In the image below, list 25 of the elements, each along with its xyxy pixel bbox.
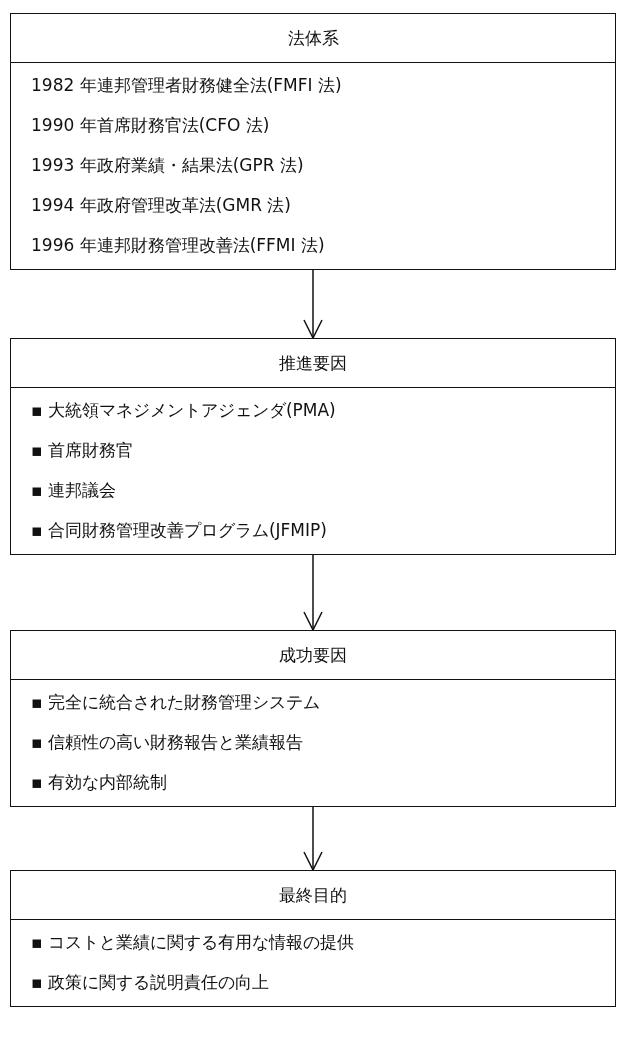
list-item: ▪ 連邦議会 xyxy=(30,478,117,502)
list-item: 1994 年政府管理改革法(GMR 法) xyxy=(30,193,292,217)
arrow xyxy=(303,554,323,631)
section-heading: 法体系 xyxy=(11,14,615,63)
list-item: ▪ コストと業績に関する有用な情報の提供 xyxy=(30,930,355,954)
list-item: ▪ 首席財務官 xyxy=(30,438,134,462)
section-box xyxy=(10,870,616,1007)
list-item: 1993 年政府業績・結果法(GPR 法) xyxy=(30,153,305,177)
list-item: ▪ 合同財務管理改善プログラム(JFMIP) xyxy=(30,518,328,542)
section-box xyxy=(10,13,616,270)
list-item: 1982 年連邦管理者財務健全法(FMFI 法) xyxy=(30,73,343,97)
section-heading: 成功要因 xyxy=(11,631,615,680)
section-heading: 推進要因 xyxy=(11,339,615,388)
section-box xyxy=(10,338,616,555)
section-heading: 最終目的 xyxy=(11,871,615,920)
arrow xyxy=(303,269,323,339)
arrow xyxy=(303,806,323,871)
list-item: ▪ 完全に統合された財務管理システム xyxy=(30,690,321,714)
list-item: ▪ 信頼性の高い財務報告と業績報告 xyxy=(30,730,304,754)
list-item: ▪ 大統領マネジメントアジェンダ(PMA) xyxy=(30,398,337,422)
section-box xyxy=(10,630,616,807)
list-item: ▪ 有効な内部統制 xyxy=(30,770,168,794)
list-item: ▪ 政策に関する説明責任の向上 xyxy=(30,970,270,994)
list-item: 1990 年首席財務官法(CFO 法) xyxy=(30,113,271,137)
list-item: 1996 年連邦財務管理改善法(FFMI 法) xyxy=(30,233,326,257)
